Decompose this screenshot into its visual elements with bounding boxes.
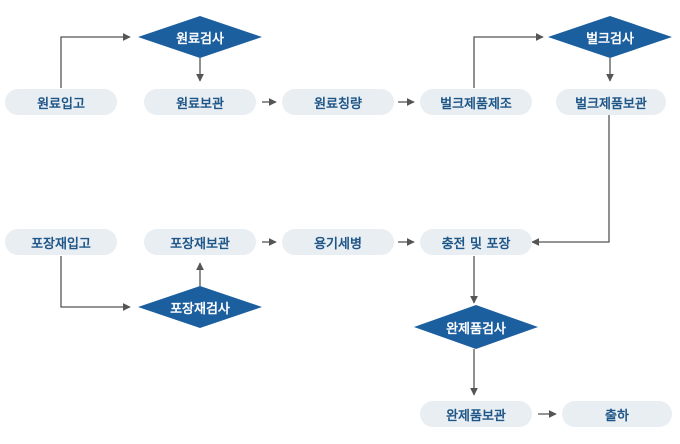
node-bulk-manufacturing: 벌크제품제조	[420, 89, 532, 115]
raw-inspection-diamond	[138, 16, 262, 58]
finished-inspection-diamond	[414, 305, 538, 349]
node-raw-receiving: 원료입고	[5, 89, 117, 115]
arrow-bulk-manufacturing-to-inspection	[473, 33, 544, 88]
node-container-washing: 용기세병	[282, 229, 394, 255]
arrow-raw-receiving-to-inspection	[60, 33, 131, 88]
packaging-inspection-diamond	[138, 286, 262, 328]
bulk-inspection-label: 벌크검사	[586, 31, 634, 47]
node-shipment: 출하	[562, 401, 672, 427]
arrow-bulk-storage-to-filling	[531, 115, 610, 246]
arrow-packaging-receiving-to-inspection	[60, 256, 131, 311]
node-finished-storage: 완제품보관	[420, 401, 532, 427]
bulk-inspection-diamond	[548, 16, 672, 58]
node-raw-storage: 원료보관	[144, 89, 256, 115]
node-packaging-storage: 포장재보관	[144, 229, 256, 255]
node-filling-packing: 충전 및 포장	[420, 229, 532, 255]
raw-inspection-label: 원료검사	[176, 31, 224, 47]
packaging-inspection-label: 포장재검사	[170, 301, 230, 317]
finished-inspection-label: 완제품검사	[446, 321, 506, 337]
node-raw-weighing: 원료칭량	[282, 89, 394, 115]
node-packaging-receiving: 포장재입고	[5, 229, 117, 255]
node-bulk-storage: 벌크제품보관	[556, 89, 666, 115]
